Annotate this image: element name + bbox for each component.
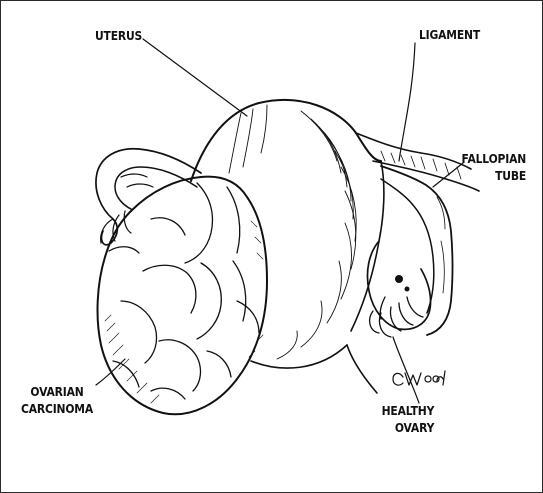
fimbriae	[370, 297, 423, 337]
label-ligament: LIGAMENT	[419, 26, 480, 43]
leader-lines	[96, 39, 463, 403]
fallopian-tube-right	[381, 166, 453, 335]
leader-ovary	[393, 337, 419, 403]
label-carcinoma-line1: OVARIAN	[21, 383, 93, 400]
label-fallopian-line1: FALLOPIAN	[461, 150, 526, 167]
label-uterus: UTERUS	[95, 27, 142, 44]
label-fallopian-line2: TUBE	[461, 167, 526, 184]
uterus-outline	[191, 100, 381, 181]
label-ligament-text: LIGAMENT	[419, 26, 480, 43]
label-carcinoma-line2: CARCINOMA	[21, 400, 93, 417]
label-uterus-text: UTERUS	[95, 27, 142, 44]
carcinoma-lobules	[109, 183, 259, 399]
label-healthy-ovary: HEALTHY OVARY	[381, 402, 434, 436]
label-ovary-line2: OVARY	[381, 419, 434, 436]
leader-ligament	[399, 43, 415, 161]
uterus-shading	[229, 105, 356, 359]
label-ovary-line1: HEALTHY	[381, 402, 434, 419]
label-ovarian-carcinoma: OVARIAN CARCINOMA	[21, 383, 93, 417]
ovarian-carcinoma-mass	[98, 177, 267, 415]
leader-uterus	[143, 39, 247, 116]
artist-signature	[393, 371, 445, 385]
label-fallopian-tube: FALLOPIAN TUBE	[461, 150, 526, 184]
